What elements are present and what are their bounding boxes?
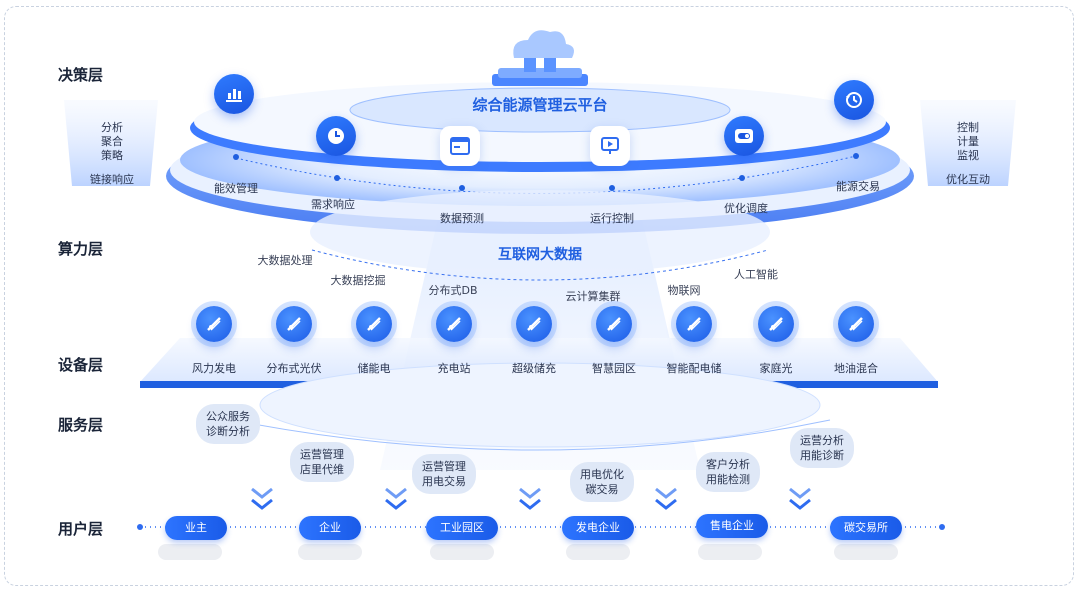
- device-label: 充电站: [437, 362, 471, 375]
- device-label: 地油混合: [834, 362, 878, 375]
- left-panel-footer: 链接响应: [90, 173, 134, 186]
- service-line: 用电优化: [580, 468, 624, 481]
- service-line: 公众服务: [206, 410, 250, 423]
- user-pill: 碳交易所: [830, 516, 902, 540]
- right-panel-footer: 优化互动: [946, 173, 990, 186]
- history-icon: [834, 80, 874, 120]
- right-panel-item: 监视: [957, 149, 979, 162]
- service-line: 客户分析: [706, 458, 750, 471]
- user-shadow: [566, 544, 630, 560]
- decision-label: 运行控制: [590, 212, 634, 225]
- service-bubble: 运营管理 店里代维: [290, 442, 354, 482]
- chevron-down-icon: [519, 487, 541, 510]
- cloud-server-icon: [492, 30, 588, 86]
- device-energy-icon: [196, 306, 232, 342]
- device-label: 分布式光伏: [266, 362, 322, 375]
- user-shadow: [834, 544, 898, 560]
- device-energy-icon: [838, 306, 874, 342]
- decision-label: 优化调度: [724, 202, 768, 215]
- service-line: 运营管理: [300, 448, 344, 461]
- service-line: 运营分析: [800, 434, 844, 447]
- device-label: 风力发电: [192, 362, 236, 375]
- service-line: 用能检测: [706, 473, 750, 486]
- decision-label: 能效管理: [214, 182, 258, 195]
- user-shadow: [158, 544, 222, 560]
- bigdata-item: 人工智能: [734, 268, 778, 281]
- service-line: 运营管理: [422, 460, 466, 473]
- user-shadow: [698, 544, 762, 560]
- device-energy-icon: [436, 306, 472, 342]
- layer-title-service: 服务层: [58, 416, 104, 434]
- chevron-down-icon: [251, 487, 273, 510]
- service-bubble: 运营分析 用能诊断: [790, 428, 854, 468]
- device-label: 超级储充: [512, 362, 556, 375]
- layer-title-user: 用户层: [58, 520, 104, 538]
- service-line: 用电交易: [422, 475, 466, 488]
- chevron-down-icon: [789, 487, 811, 510]
- layer-title-decision: 决策层: [58, 66, 104, 84]
- service-line: 用能诊断: [800, 449, 844, 462]
- decision-label: 需求响应: [311, 198, 355, 211]
- device-label: 智慧园区: [592, 362, 636, 375]
- layer-title-device: 设备层: [58, 356, 104, 374]
- user-pill: 企业: [299, 516, 361, 540]
- right-panel-item: 计量: [957, 135, 979, 148]
- user-pill: 工业园区: [426, 516, 498, 540]
- user-pill: 发电企业: [562, 516, 634, 540]
- user-shadow: [430, 544, 494, 560]
- decision-label: 能源交易: [836, 180, 880, 193]
- diagram-frame: [4, 6, 1074, 586]
- service-bubble: 客户分析 用能检测: [696, 452, 760, 492]
- service-bubble: 运营管理 用电交易: [412, 454, 476, 494]
- bigdata-item: 物联网: [667, 284, 701, 297]
- user-pill: 业主: [165, 516, 227, 540]
- toggle-panel-icon: [724, 116, 764, 156]
- device-energy-icon: [276, 306, 312, 342]
- platform-title: 综合能源管理云平台: [472, 96, 608, 114]
- chevron-down-icon: [385, 487, 407, 510]
- device-label: 储能电: [357, 362, 391, 375]
- device-label: 智能配电储: [666, 362, 722, 375]
- device-energy-icon: [516, 306, 552, 342]
- service-bubble: 公众服务 诊断分析: [196, 404, 260, 444]
- device-energy-icon: [596, 306, 632, 342]
- device-energy-icon: [356, 306, 392, 342]
- bigdata-item: 大数据挖掘: [330, 274, 386, 287]
- device-label: 家庭光: [759, 362, 793, 375]
- service-line: 碳交易: [585, 483, 619, 496]
- service-bubble: 用电优化 碳交易: [570, 462, 634, 502]
- user-pill: 售电企业: [696, 514, 768, 538]
- presentation-play-icon: [590, 126, 630, 166]
- browser-window-icon: [440, 126, 480, 166]
- bar-chart-icon: [214, 74, 254, 114]
- left-panel-item: 聚合: [101, 135, 123, 148]
- chevron-down-icon: [655, 487, 677, 510]
- bigdata-item: 云计算集群: [565, 290, 621, 303]
- bigdata-item: 分布式DB: [428, 284, 478, 297]
- bigdata-item: 大数据处理: [257, 254, 313, 267]
- service-line: 店里代维: [300, 463, 344, 476]
- left-panel-item: 分析: [101, 121, 123, 134]
- left-panel-item: 策略: [101, 149, 123, 162]
- layer-title-compute: 算力层: [58, 240, 104, 258]
- decision-label: 数据预测: [440, 212, 484, 225]
- clock-icon: [316, 116, 356, 156]
- device-energy-icon: [758, 306, 794, 342]
- right-panel-item: 控制: [957, 121, 979, 134]
- service-line: 诊断分析: [206, 425, 250, 438]
- user-shadow: [298, 544, 362, 560]
- bigdata-title: 互联网大数据: [498, 247, 582, 263]
- device-energy-icon: [676, 306, 712, 342]
